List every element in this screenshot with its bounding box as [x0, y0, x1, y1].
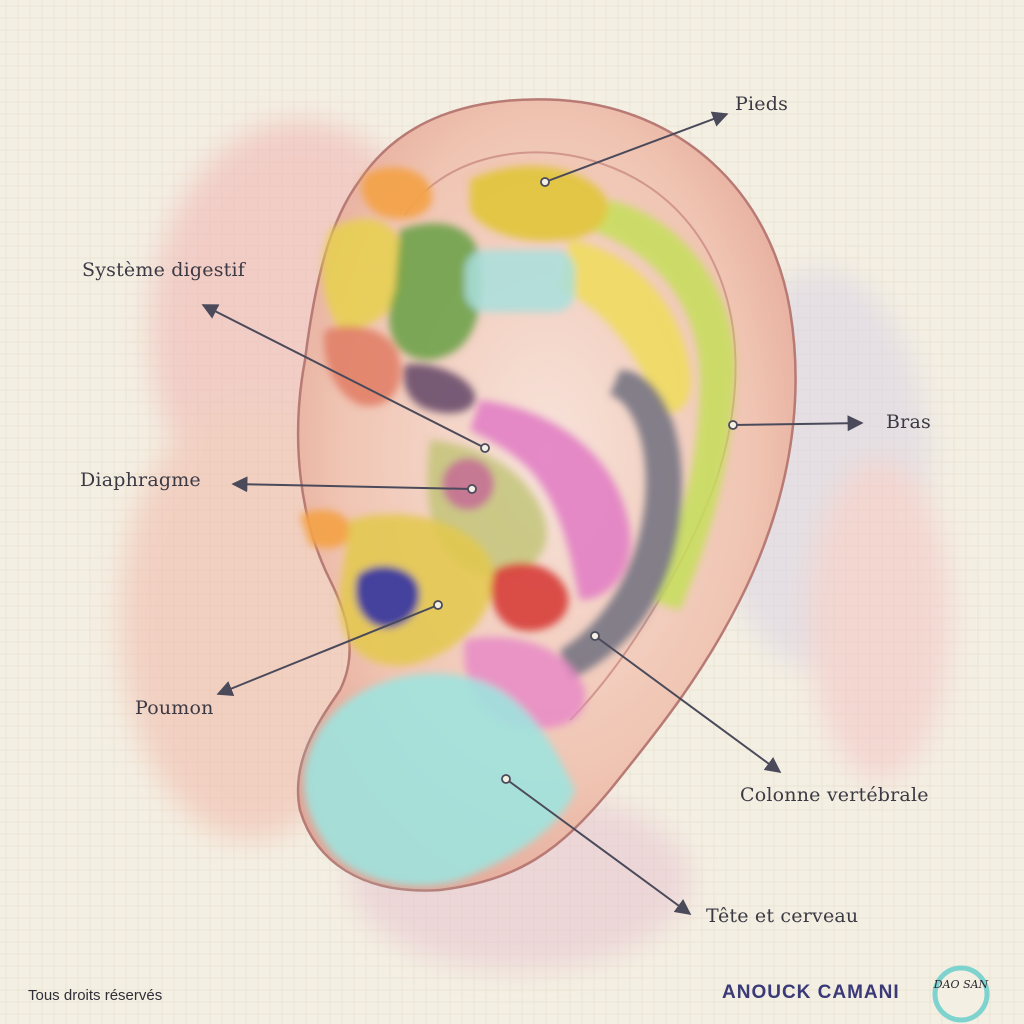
- zone-dark-purple: [403, 364, 476, 414]
- leader-dots: [433, 177, 738, 784]
- leader-lines: [201, 111, 864, 915]
- zone-yellow-left: [322, 218, 406, 330]
- label-pieds: Pieds: [735, 93, 789, 115]
- zone-green: [389, 223, 481, 360]
- label-colonne-vertebrale: Colonne vertébrale: [740, 784, 929, 806]
- zone-red: [491, 563, 569, 631]
- dao-san-logo: DAO SAN: [933, 978, 989, 991]
- reflex-zones: [300, 166, 736, 886]
- zone-yellow-band: [560, 240, 691, 413]
- zone-cyan-lobe: [303, 673, 575, 886]
- label-bras: Bras: [886, 411, 931, 433]
- leader-systeme-digestif: [201, 304, 486, 449]
- zone-grey-spine: [560, 370, 682, 680]
- zone-lime-helix: [590, 200, 736, 610]
- leader-diaphragme: [231, 476, 473, 493]
- zone-navy: [355, 566, 420, 628]
- author-name: ANOUCK CAMANI: [722, 982, 900, 1003]
- dao-san-logo-mark: [932, 965, 990, 1023]
- label-diaphragme: Diaphragme: [80, 469, 201, 491]
- leader-bras: [732, 415, 864, 432]
- copyright-notice: Tous droits réservés: [28, 987, 163, 1004]
- leader-poumon: [216, 604, 439, 697]
- zone-orange-top: [361, 167, 433, 219]
- label-poumon: Poumon: [135, 697, 214, 719]
- zone-mauve-diaphragm: [442, 458, 494, 510]
- zone-cyan-fossa: [465, 250, 575, 312]
- label-systeme-digestif: Système digestif: [82, 259, 246, 281]
- leader-colonne-vertebrale: [594, 635, 782, 773]
- zone-yellow-top: [470, 166, 608, 241]
- leader-pieds: [544, 111, 729, 183]
- zone-salmon-left: [324, 326, 401, 406]
- zone-pink-crescent: [470, 400, 631, 600]
- leader-tete-cerveau: [505, 778, 692, 915]
- label-tete-cerveau: Tête et cerveau: [706, 905, 859, 927]
- zone-orange-left: [300, 510, 350, 549]
